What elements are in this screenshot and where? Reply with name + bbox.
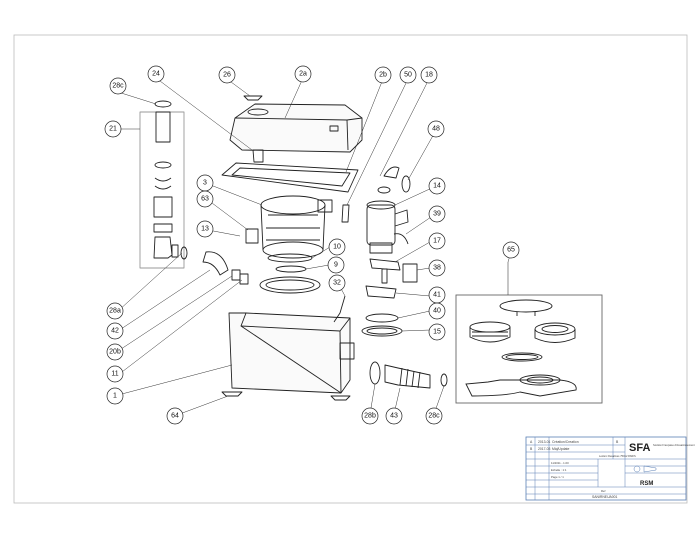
svg-text:B: B [530,447,533,451]
callout-48: 48 [427,120,445,138]
callout-28c-bottom: 28c [425,407,443,425]
svg-text:28a: 28a [109,308,121,315]
svg-text:50: 50 [404,72,412,79]
svg-text:40: 40 [433,308,441,315]
callout-11: 11 [106,365,124,383]
svg-text:64: 64 [171,413,179,420]
svg-text:32: 32 [333,280,341,287]
svg-text:3: 3 [203,180,207,187]
svg-text:42: 42 [111,328,119,335]
drawing-frame [13,34,688,504]
svg-text:1: 1 [113,393,117,400]
callout-17: 17 [428,232,446,250]
callout-20b: 20b [106,343,124,361]
svg-text:18: 18 [425,72,433,79]
callout-50: 50 [399,66,417,84]
svg-text:24: 24 [152,71,160,78]
callout-28c-top: 28c [109,77,127,95]
svg-text:20b: 20b [109,349,121,356]
callout-10: 10 [328,238,346,256]
svg-text:41: 41 [433,292,441,299]
svg-text:43: 43 [390,413,398,420]
svg-text:2017-03: 2017-03 [538,447,551,451]
callout-9: 9 [327,256,345,274]
svg-text:2b: 2b [379,72,387,79]
svg-text:28b: 28b [364,413,376,420]
parts-artwork [139,95,448,401]
svg-text:Echelle : 1:1: Echelle : 1:1 [551,468,567,472]
callout-2b: 2b [374,66,392,84]
svg-text:B: B [616,440,619,444]
callout-15: 15 [428,323,446,341]
callout-64: 64 [166,407,184,425]
svg-text:SANIRNEUA001: SANIRNEUA001 [592,495,618,499]
callout-28b: 28b [361,407,379,425]
svg-text:63: 63 [201,196,209,203]
callout-14: 14 [428,177,446,195]
svg-text:Ref: Ref [601,489,606,493]
callout-63: 63 [196,190,214,208]
callout-18: 18 [420,66,438,84]
callout-28a: 28a [106,302,124,320]
callout-24: 24 [147,65,165,83]
callout-65: 65 [502,241,520,259]
svg-text:39: 39 [433,211,441,218]
callout-3: 3 [196,174,214,192]
callout-39: 39 [428,205,446,223]
callout-2a: 2a [294,65,312,83]
svg-text:13: 13 [201,226,209,233]
detail-65 [455,262,603,404]
svg-text:9: 9 [334,262,338,269]
company-name: SFA [629,442,650,454]
svg-text:Màj/Update: Màj/Update [552,447,569,451]
svg-text:38: 38 [433,265,441,272]
svg-text:21: 21 [109,126,117,133]
svg-text:11: 11 [111,371,118,378]
callout-43: 43 [385,407,403,425]
svg-text:15: 15 [433,329,441,336]
callout-41: 41 [428,286,446,304]
callout-26: 26 [218,66,236,84]
svg-text:17: 17 [433,238,441,245]
svg-text:14: 14 [433,183,441,190]
svg-text:Création/Creation: Création/Creation [552,440,579,444]
svg-text:28c: 28c [112,83,124,90]
projection-symbol [633,465,657,473]
model-code: RSM [640,481,653,487]
callout-13: 13 [196,220,214,238]
svg-text:2a: 2a [299,71,307,78]
svg-text:10: 10 [333,244,341,251]
title-block: A 2013-01 Création/Creation B B 2017-03 … [525,436,695,501]
callout-21: 21 [104,120,122,138]
svg-text:26: 26 [223,72,231,79]
callout-1: 1 [106,387,124,405]
svg-text:11/2011 - 1.00: 11/2011 - 1.00 [551,461,569,465]
svg-text:A: A [530,440,533,444]
callout-32: 32 [328,274,346,292]
svg-text:Page 1 / 1: Page 1 / 1 [551,475,564,479]
svg-text:Société Française d'Assainisse: Société Française d'Assainissement [653,443,695,447]
callout-38: 38 [428,259,446,277]
svg-text:28c: 28c [428,413,440,420]
svg-text:2013-01: 2013-01 [538,440,551,444]
callout-bubbles: 28c 24 26 2a 2b 50 18 21 48 3 63 14 39 1… [104,65,520,425]
svg-text:Leclerc Desalines 75012 PARIS: Leclerc Desalines 75012 PARIS [599,454,636,458]
svg-text:65: 65 [507,247,515,254]
callout-42: 42 [106,322,124,340]
svg-text:48: 48 [432,126,440,133]
callout-40: 40 [428,302,446,320]
